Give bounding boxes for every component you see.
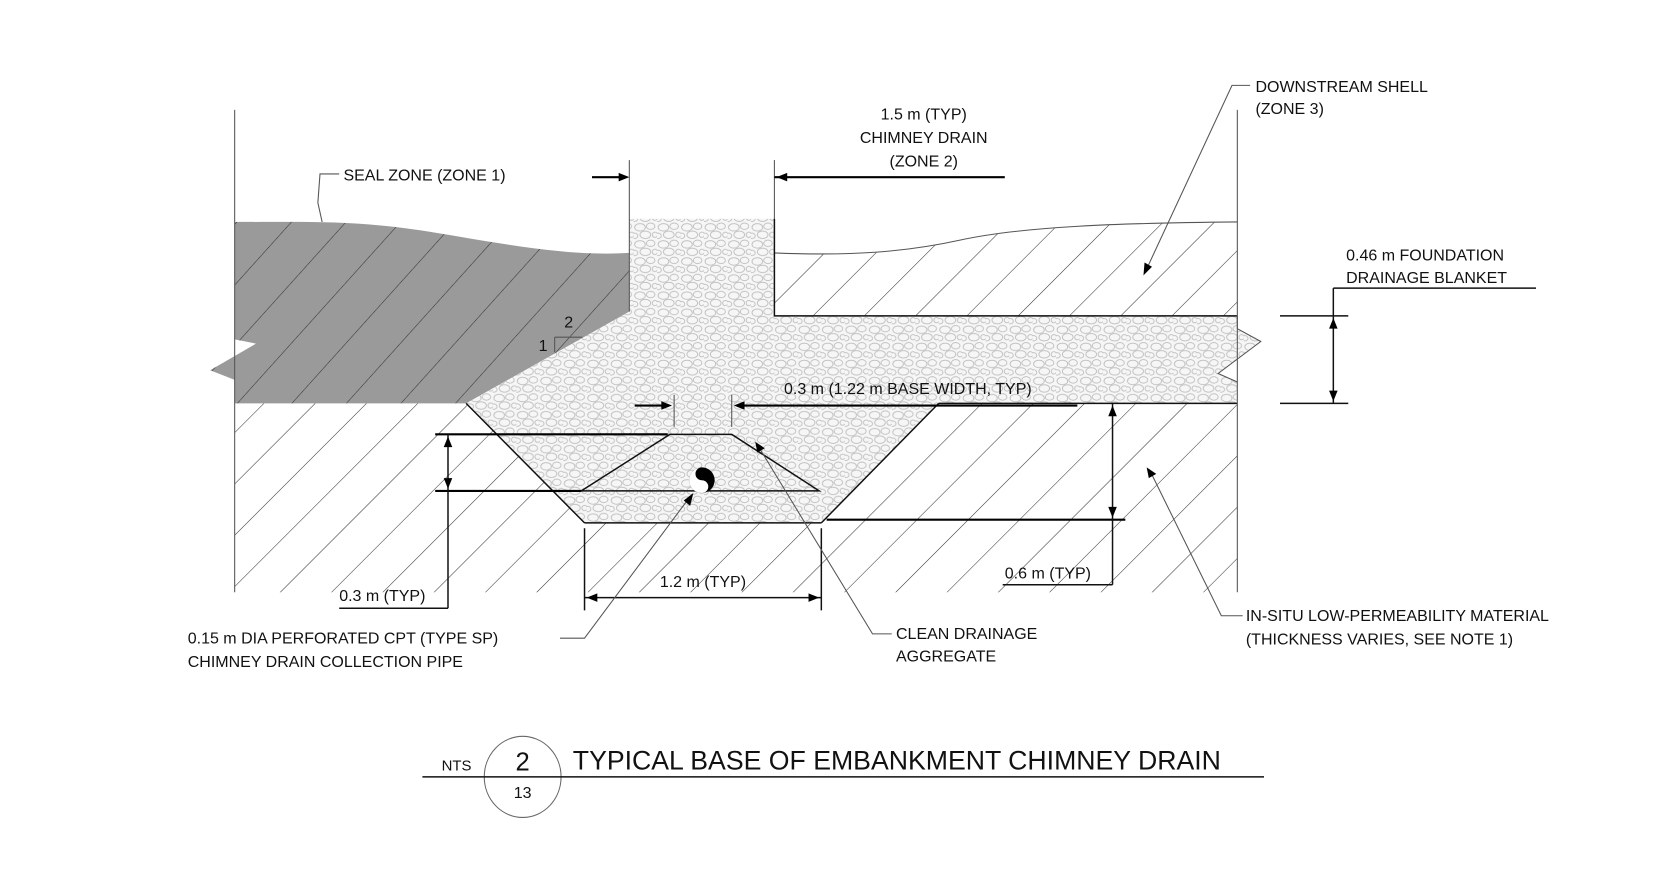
drainage-aggregate <box>466 218 1261 523</box>
label-base-width: 0.3 m (1.22 m BASE WIDTH, TYP) <box>784 381 1032 398</box>
detail-number: 2 <box>516 748 530 776</box>
detail-title-text: TYPICAL BASE OF EMBANKMENT CHIMNEY DRAIN <box>573 745 1221 775</box>
label-seal-zone: SEAL ZONE (ZONE 1) <box>343 167 505 184</box>
label-depth-left: 0.3 m (TYP) <box>339 588 425 605</box>
label-in-situ-note: (THICKNESS VARIES, SEE NOTE 1) <box>1246 632 1513 649</box>
label-blanket-thickness: 0.46 m FOUNDATION <box>1346 247 1504 264</box>
slope-vertical: 2 <box>564 315 573 332</box>
label-downstream-shell-zone: (ZONE 3) <box>1255 101 1323 118</box>
detail-title: NTS 2 13 TYPICAL BASE OF EMBANKMENT CHIM… <box>422 735 1264 818</box>
label-chimney-zone: (ZONE 2) <box>890 153 958 170</box>
pipe-bedding <box>578 433 822 492</box>
label-chimney-width: 1.5 m (TYP) <box>881 107 967 124</box>
label-trench-width: 1.2 m (TYP) <box>660 574 746 591</box>
label-pipe: 0.15 m DIA PERFORATED CPT (TYPE SP) <box>188 630 499 647</box>
scale-label: NTS <box>442 757 472 774</box>
label-chimney-drain: CHIMNEY DRAIN <box>860 130 988 147</box>
label-downstream-shell: DOWNSTREAM SHELL <box>1255 79 1428 96</box>
slope-horizontal: 1 <box>539 338 548 355</box>
label-depth-right: 0.6 m (TYP) <box>1005 565 1091 582</box>
downstream-shell-zone <box>774 221 1238 316</box>
label-aggregate: CLEAN DRAINAGE <box>896 626 1037 643</box>
label-blanket: DRAINAGE BLANKET <box>1346 270 1507 287</box>
label-pipe-desc: CHIMNEY DRAIN COLLECTION PIPE <box>188 654 463 671</box>
label-aggregate-2: AGGREGATE <box>896 649 996 666</box>
collection-pipe-icon <box>689 467 715 494</box>
seal-zone <box>210 221 630 404</box>
label-in-situ: IN-SITU LOW-PERMEABILITY MATERIAL <box>1246 608 1549 625</box>
sheet-number: 13 <box>514 785 532 802</box>
